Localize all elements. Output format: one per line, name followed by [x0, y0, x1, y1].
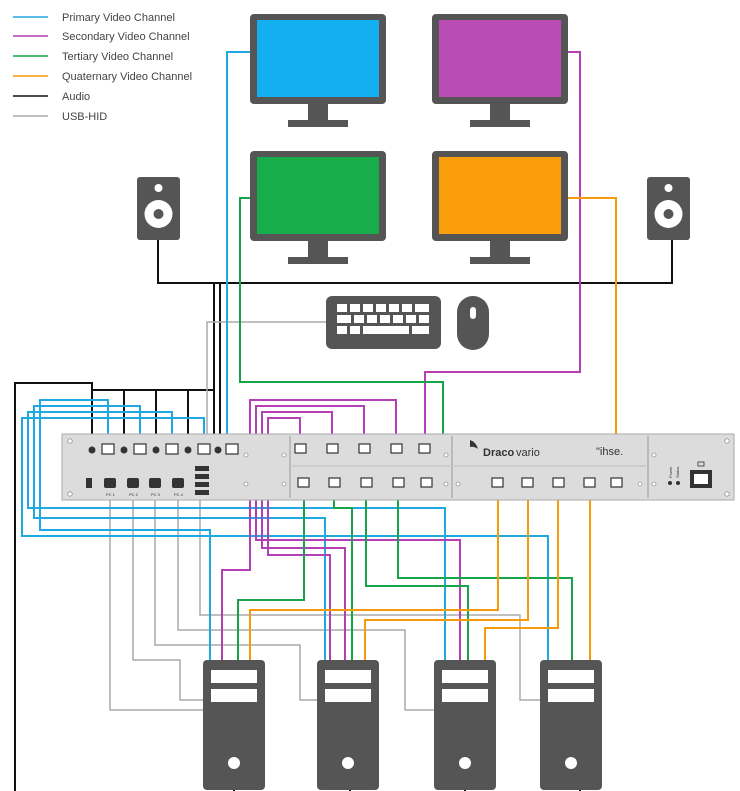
secondary-port-pc1[interactable]	[294, 443, 307, 454]
legend-item-quaternary: Quaternary Video Channel	[13, 71, 192, 83]
monitor-quaternary	[432, 151, 568, 264]
power-button-icon	[565, 757, 577, 769]
legend-item-tertiary: Tertiary Video Channel	[13, 51, 173, 63]
computer-3	[434, 660, 496, 790]
usb-hid-cables	[109, 321, 540, 711]
brand-model: vario	[516, 447, 540, 459]
quaternary-video-cables	[249, 197, 617, 660]
video-port-pc3[interactable]	[165, 443, 179, 455]
legend-label-usb-hid: USB-HID	[62, 111, 107, 123]
legend-label-tertiary: Tertiary Video Channel	[62, 51, 173, 63]
quaternary-module: Draco vario "ihse.	[470, 440, 623, 488]
power-connector[interactable]	[86, 478, 92, 488]
legend-label-audio: Audio	[62, 91, 90, 103]
keyboard-icon	[326, 296, 441, 349]
pc3-label: PC 3	[151, 492, 161, 497]
power-button-icon	[459, 757, 471, 769]
computer-4	[540, 660, 602, 790]
monitor-secondary	[432, 14, 568, 127]
pc2-label: PC 2	[129, 492, 139, 497]
legend: Primary Video Channel Secondary Video Ch…	[13, 12, 192, 123]
brand-name: Draco	[483, 447, 514, 459]
tertiary-port-pc3[interactable]	[360, 477, 373, 488]
pc1-label: PC 1	[106, 492, 116, 497]
main-module-ports: PC 1 PC 2 PC 3 PC 4	[86, 443, 239, 497]
legend-item-usb-hid: USB-HID	[13, 111, 107, 123]
status-led-label: Status	[675, 467, 680, 478]
screws	[67, 438, 730, 497]
video-port-pc4[interactable]	[197, 443, 211, 455]
power-button-icon	[228, 757, 240, 769]
usb-port-pc2[interactable]	[127, 478, 139, 488]
video-port-out[interactable]	[225, 443, 239, 455]
usb-port-pc1[interactable]	[104, 478, 116, 488]
network-icon	[697, 461, 705, 467]
monitor-secondary-screen	[439, 20, 561, 97]
usb-a-port-1[interactable]	[195, 466, 209, 471]
monitor-tertiary	[250, 151, 386, 264]
tertiary-port-pc2[interactable]	[328, 477, 341, 488]
monitor-primary	[250, 14, 386, 127]
secondary-port-pc2[interactable]	[326, 443, 339, 454]
maker-logo: "ihse.	[596, 446, 623, 458]
usb-a-port-3[interactable]	[195, 482, 209, 487]
control-module: Power Status	[668, 461, 712, 488]
video-port-pc1[interactable]	[101, 443, 115, 455]
computers	[203, 660, 602, 790]
quaternary-port-out[interactable]	[610, 477, 623, 488]
legend-item-audio: Audio	[13, 91, 90, 103]
audio-jack-pc1[interactable]	[88, 446, 96, 454]
status-led	[676, 481, 680, 485]
audio-jack-pc2[interactable]	[120, 446, 128, 454]
legend-item-primary: Primary Video Channel	[13, 12, 175, 24]
video-port-pc2[interactable]	[133, 443, 147, 455]
usb-port-pc4[interactable]	[172, 478, 184, 488]
kvm-switch: PC 1 PC 2 PC 3 PC 4 Draco vario "ihse.	[61, 433, 735, 501]
primary-video-cables	[21, 51, 549, 660]
audio-jack-out[interactable]	[214, 446, 222, 454]
pc4-label: PC 4	[174, 492, 184, 497]
secondary-port-pc3[interactable]	[358, 443, 371, 454]
tertiary-port-pc1[interactable]	[297, 477, 310, 488]
quaternary-port-pc4[interactable]	[583, 477, 596, 488]
computer-2	[317, 660, 379, 790]
tertiary-video-cables	[237, 197, 573, 660]
quaternary-port-pc3[interactable]	[552, 477, 565, 488]
legend-item-secondary: Secondary Video Channel	[13, 31, 190, 43]
speaker-left-icon	[137, 177, 180, 240]
monitor-tertiary-screen	[257, 157, 379, 234]
legend-label-primary: Primary Video Channel	[62, 12, 175, 24]
usb-a-port-4[interactable]	[195, 490, 209, 495]
computer-1	[203, 660, 265, 790]
quaternary-port-pc2[interactable]	[521, 477, 534, 488]
audio-jack-pc3[interactable]	[152, 446, 160, 454]
audio-jack-pc4[interactable]	[184, 446, 192, 454]
power-led-label: Power	[668, 466, 673, 478]
usb-a-port-2[interactable]	[195, 474, 209, 479]
secondary-port-pc4[interactable]	[390, 443, 403, 454]
mouse-icon	[457, 296, 489, 350]
dragon-logo-icon	[470, 440, 478, 449]
secondary-port-out[interactable]	[418, 443, 431, 454]
cables	[14, 51, 673, 791]
monitor-quaternary-screen	[439, 157, 561, 234]
speaker-right-icon	[647, 177, 690, 240]
power-button-icon	[342, 757, 354, 769]
tertiary-port-out[interactable]	[420, 477, 433, 488]
tertiary-port-pc4[interactable]	[392, 477, 405, 488]
quaternary-port-pc1[interactable]	[491, 477, 504, 488]
legend-label-quaternary: Quaternary Video Channel	[62, 71, 192, 83]
secondary-video-cables	[221, 51, 581, 660]
secondary-tertiary-module-ports	[294, 443, 433, 488]
usb-port-pc3[interactable]	[149, 478, 161, 488]
monitor-primary-screen	[257, 20, 379, 97]
legend-label-secondary: Secondary Video Channel	[62, 31, 190, 43]
power-led	[668, 481, 672, 485]
